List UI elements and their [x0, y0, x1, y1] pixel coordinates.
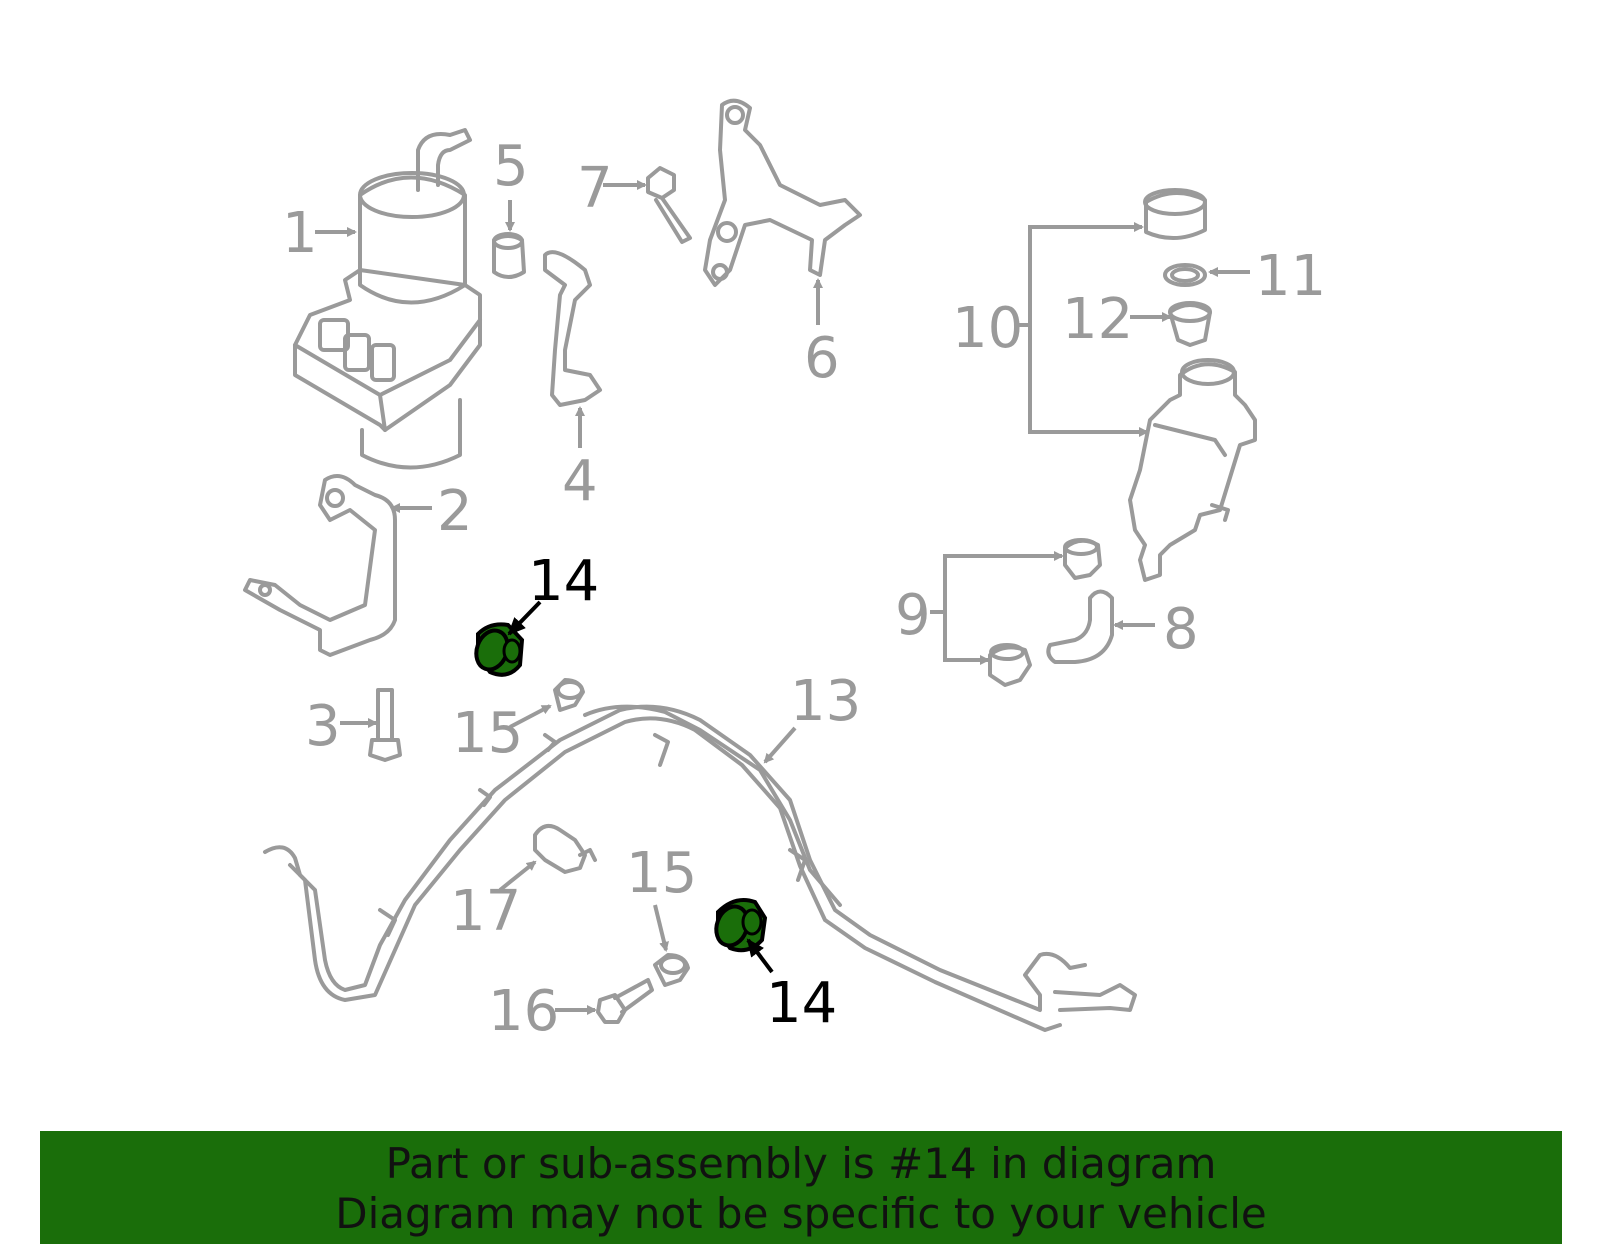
label-5: 5 [493, 134, 529, 199]
label-2: 2 [437, 479, 473, 544]
part-4-hose [543, 250, 602, 407]
part-10-reservoir [1128, 358, 1257, 582]
leader-14-lower [746, 938, 774, 974]
info-banner: Part or sub-assembly is #14 in diagram D… [40, 1131, 1562, 1244]
part-12-filter [1168, 301, 1212, 347]
part-10-cap [1143, 188, 1207, 240]
label-14-upper: 14 [528, 549, 599, 614]
label-10: 10 [952, 296, 1023, 361]
part-15-spacer-lower [653, 953, 690, 987]
leader-13 [763, 726, 797, 764]
bracket-10 [1028, 225, 1145, 434]
banner-line-1: Part or sub-assembly is #14 in diagram [385, 1139, 1217, 1188]
label-13: 13 [790, 669, 861, 734]
leader-14-upper [507, 600, 542, 636]
part-14-grommet-upper [474, 622, 525, 677]
part-1-power-steering-pump [293, 128, 482, 470]
label-11: 11 [1255, 244, 1326, 309]
part-3-bolt [368, 688, 402, 762]
leader-15-lower [653, 904, 669, 952]
part-9-clamp-lower [988, 643, 1032, 687]
part-2-bracket [243, 474, 397, 657]
label-1: 1 [282, 201, 318, 266]
label-6: 6 [804, 326, 840, 391]
part-17-sensor [533, 824, 597, 874]
banner-line-2: Diagram may not be specific to your vehi… [335, 1189, 1267, 1238]
label-4: 4 [562, 449, 598, 514]
part-6-bracket [703, 98, 862, 287]
label-8: 8 [1163, 597, 1199, 662]
leader-17 [498, 860, 537, 892]
part-14-grommet-lower [714, 898, 768, 953]
label-16: 16 [488, 979, 559, 1044]
part-13-hose-assembly [263, 704, 1137, 1032]
label-3: 3 [305, 694, 341, 759]
part-16-bolt [596, 978, 654, 1024]
part-5-clamp [492, 232, 526, 279]
part-7-bolt [646, 166, 692, 244]
leader-15-upper [509, 704, 552, 729]
part-9-clamp-upper [1063, 538, 1102, 580]
label-9: 9 [895, 583, 931, 648]
label-15-lower: 15 [626, 841, 697, 906]
label-7: 7 [577, 156, 613, 221]
part-15-spacer-upper [553, 678, 585, 712]
label-14-lower: 14 [766, 971, 837, 1036]
label-12: 12 [1062, 287, 1133, 352]
label-17: 17 [450, 879, 521, 944]
label-15-upper: 15 [452, 701, 523, 766]
part-8-hose [1046, 589, 1114, 664]
part-11-seal [1163, 263, 1207, 287]
